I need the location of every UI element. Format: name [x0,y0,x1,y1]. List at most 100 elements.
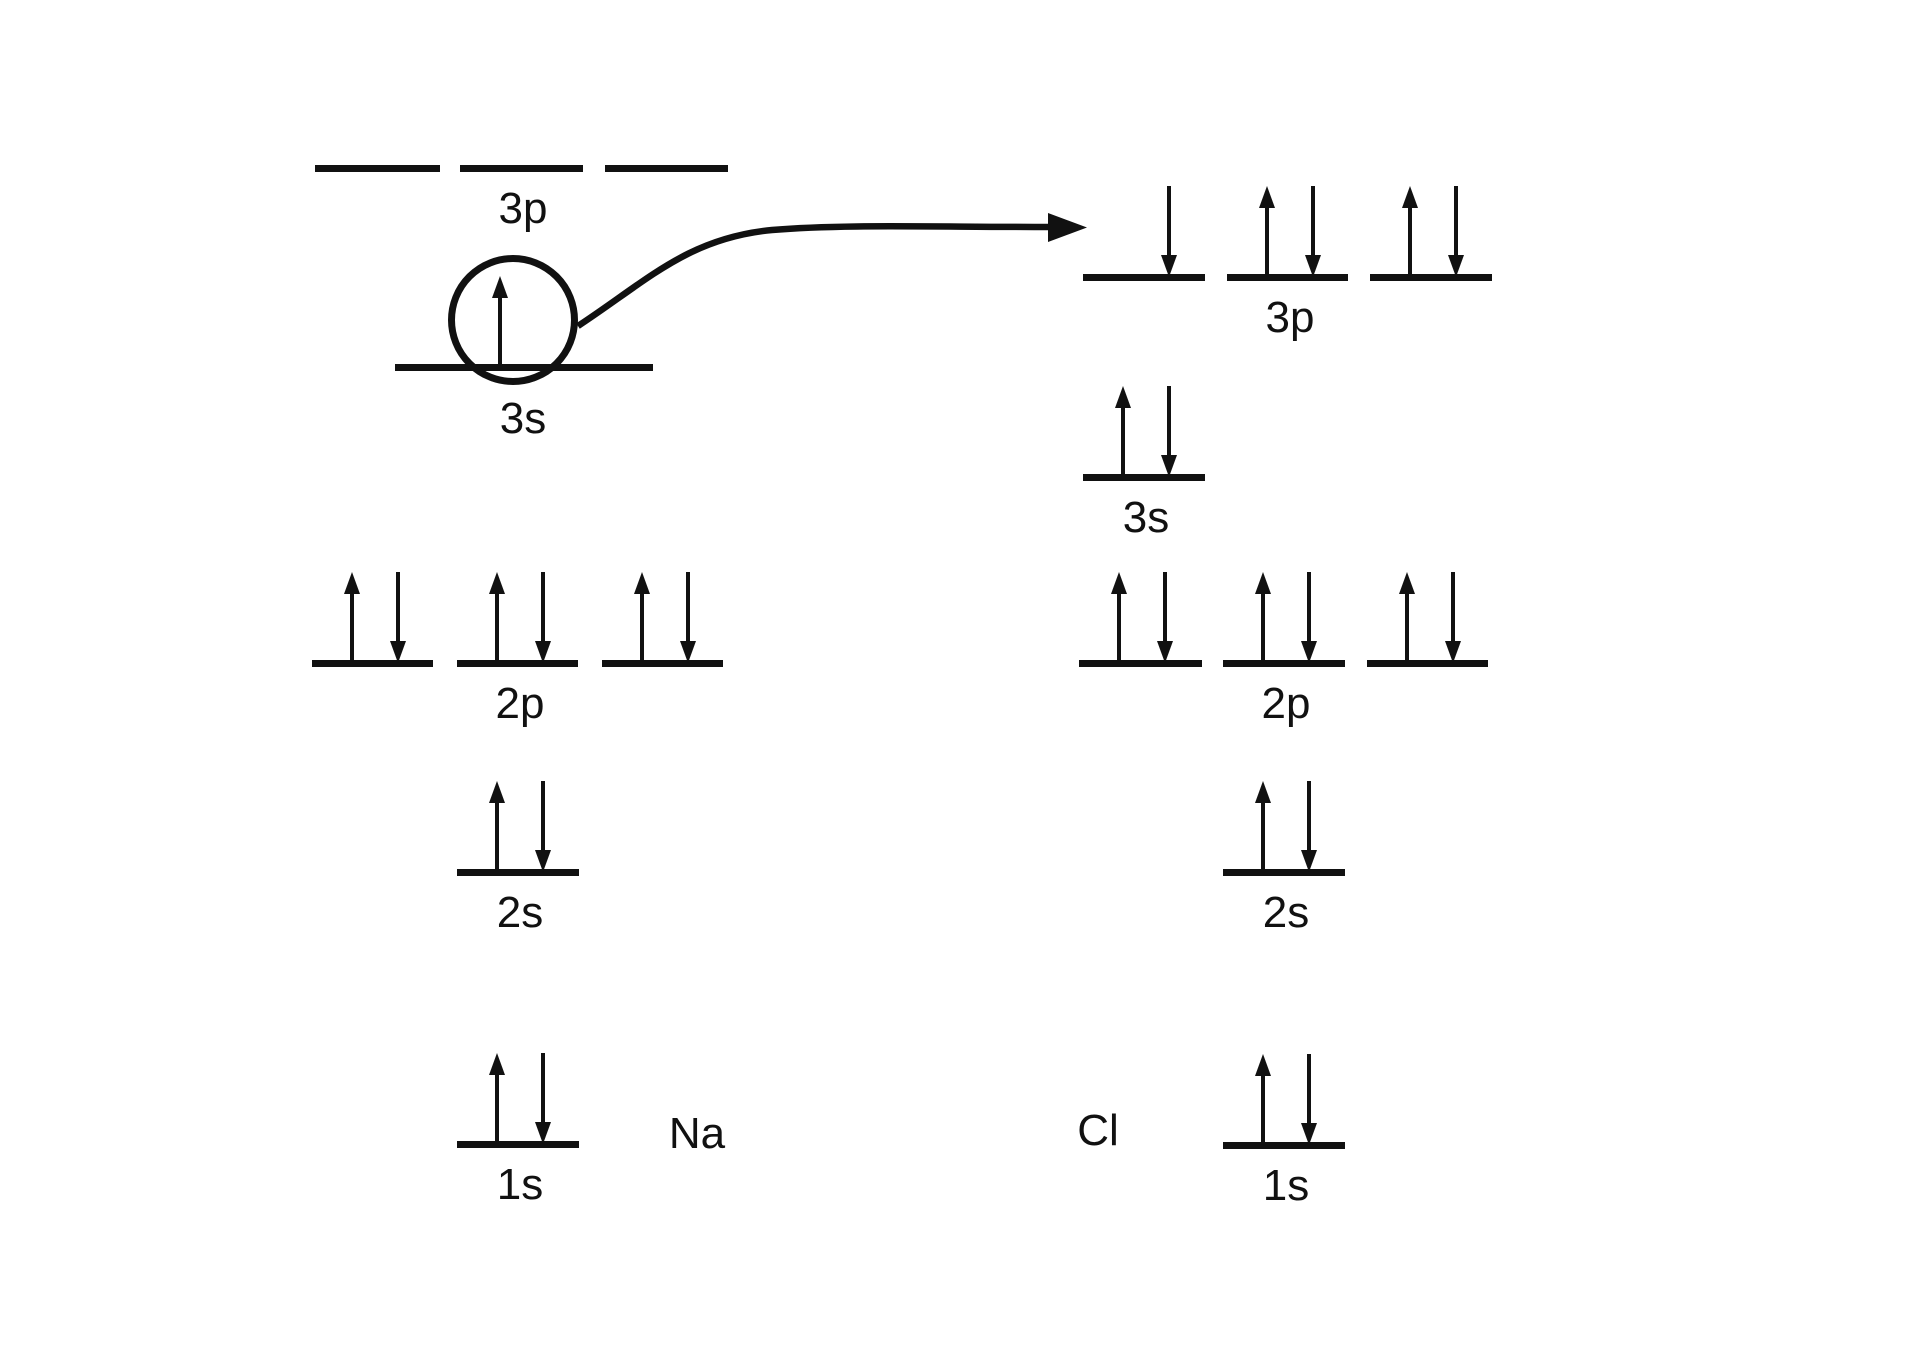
electron-arrow-stem [1167,386,1171,459]
orbital-line-na-2s-0 [457,869,579,876]
electron-down-arrow [535,781,551,872]
electron-down-arrow [1305,186,1321,277]
electron-down-arrow [1448,186,1464,277]
electron-arrow-stem [1163,572,1167,645]
electron-arrow-stem [1167,186,1171,259]
electron-down-arrow [1445,572,1461,663]
orbital-line-cl-2p-1 [1223,660,1345,667]
electron-arrow-stem [1117,590,1121,663]
electron-arrow-head-icon [1301,850,1317,872]
electron-arrow-stem [541,781,545,854]
electron-arrow-stem [640,590,644,663]
electron-arrow-head-icon [1255,781,1271,803]
electron-arrow-head-icon [1402,186,1418,208]
orbital-line-cl-1s-0 [1223,1142,1345,1149]
electron-arrow-head-icon [1255,572,1271,594]
electron-up-arrow [1255,1054,1271,1145]
electron-arrow-stem [1311,186,1315,259]
electron-down-arrow [1301,572,1317,663]
orbital-line-cl-2p-0 [1079,660,1202,667]
electron-arrow-head-icon [1161,255,1177,277]
electron-arrow-head-icon [535,641,551,663]
orbital-label-cl-3p: 3p [1265,293,1315,342]
orbital-line-cl-2p-2 [1367,660,1488,667]
electron-down-arrow [390,572,406,663]
electron-arrow-stem [1307,1054,1311,1127]
electron-down-arrow [1301,781,1317,872]
orbital-label-na-1s: 1s [496,1160,544,1209]
electron-arrow-head-icon [1399,572,1415,594]
electron-arrow-head-icon [390,641,406,663]
orbital-line-na-2p-0 [312,660,433,667]
orbital-label-na-2s: 2s [496,888,544,937]
electron-up-arrow [1115,386,1131,477]
orbital-label-cl-2s: 2s [1262,888,1310,937]
electron-arrow-head-icon [344,572,360,594]
electron-down-arrow [1161,386,1177,477]
electron-up-arrow [489,781,505,872]
orbital-line-cl-2s-0 [1223,869,1345,876]
electron-arrow-head-icon [634,572,650,594]
electron-arrow-head-icon [1161,455,1177,477]
orbital-line-cl-3s-0 [1083,474,1205,481]
electron-arrow-head-icon [1448,255,1464,277]
orbital-label-cl-3s: 3s [1122,493,1170,542]
orbital-label-cl-2p: 2p [1261,679,1311,728]
electron-arrow-stem [1265,204,1269,277]
orbital-line-cl-3p-1 [1227,274,1348,281]
electron-arrow-stem [1261,799,1265,872]
electron-arrow-head-icon [1305,255,1321,277]
electron-arrow-head-icon [489,572,505,594]
orbital-line-na-2p-2 [602,660,723,667]
orbital-line-cl-3p-2 [1370,274,1492,281]
transfer-arrowhead-icon [1048,213,1087,242]
electron-arrow-stem [541,1053,545,1126]
electron-arrow-stem [495,799,499,872]
orbital-label-na-3p: 3p [498,184,548,233]
electron-up-arrow [1259,186,1275,277]
electron-arrow-stem [1121,404,1125,477]
orbital-line-na-3p-1 [460,165,583,172]
electron-down-arrow [1161,186,1177,277]
electron-down-arrow [680,572,696,663]
electron-down-arrow [1157,572,1173,663]
orbital-line-na-1s-0 [457,1141,579,1148]
electron-down-arrow [535,572,551,663]
electron-arrow-head-icon [489,781,505,803]
electron-arrow-stem [495,590,499,663]
element-label-cl: Cl [1077,1106,1119,1155]
electron-up-arrow [1402,186,1418,277]
electron-arrow-head-icon [1259,186,1275,208]
electron-arrow-head-icon [535,1122,551,1144]
electron-down-arrow [1301,1054,1317,1145]
electron-up-arrow [1255,572,1271,663]
orbital-label-na-2p: 2p [495,679,545,728]
electron-up-arrow [344,572,360,663]
orbital-line-cl-3p-0 [1083,274,1205,281]
electron-arrow-head-icon [1445,641,1461,663]
electron-arrow-head-icon [489,1053,505,1075]
element-label-na: Na [668,1109,726,1158]
electron-arrow-stem [1405,590,1409,663]
electron-arrow-head-icon [535,850,551,872]
electron-arrow-stem [541,572,545,645]
transferred-electron-circle [448,255,578,385]
orbital-line-na-3p-2 [605,165,728,172]
electron-arrow-stem [1307,781,1311,854]
electron-arrow-stem [1408,204,1412,277]
electron-arrow-head-icon [680,641,696,663]
electron-arrow-head-icon [1157,641,1173,663]
electron-up-arrow [1255,781,1271,872]
electron-up-arrow [489,1053,505,1144]
electron-up-arrow [1399,572,1415,663]
electron-arrow-head-icon [1111,572,1127,594]
electron-arrow-head-icon [1255,1054,1271,1076]
electron-up-arrow [634,572,650,663]
electron-down-arrow [535,1053,551,1144]
electron-arrow-stem [495,1071,499,1144]
orbital-line-na-2p-1 [457,660,578,667]
electron-arrow-stem [1454,186,1458,259]
electron-arrow-stem [1307,572,1311,645]
electron-arrow-stem [686,572,690,645]
